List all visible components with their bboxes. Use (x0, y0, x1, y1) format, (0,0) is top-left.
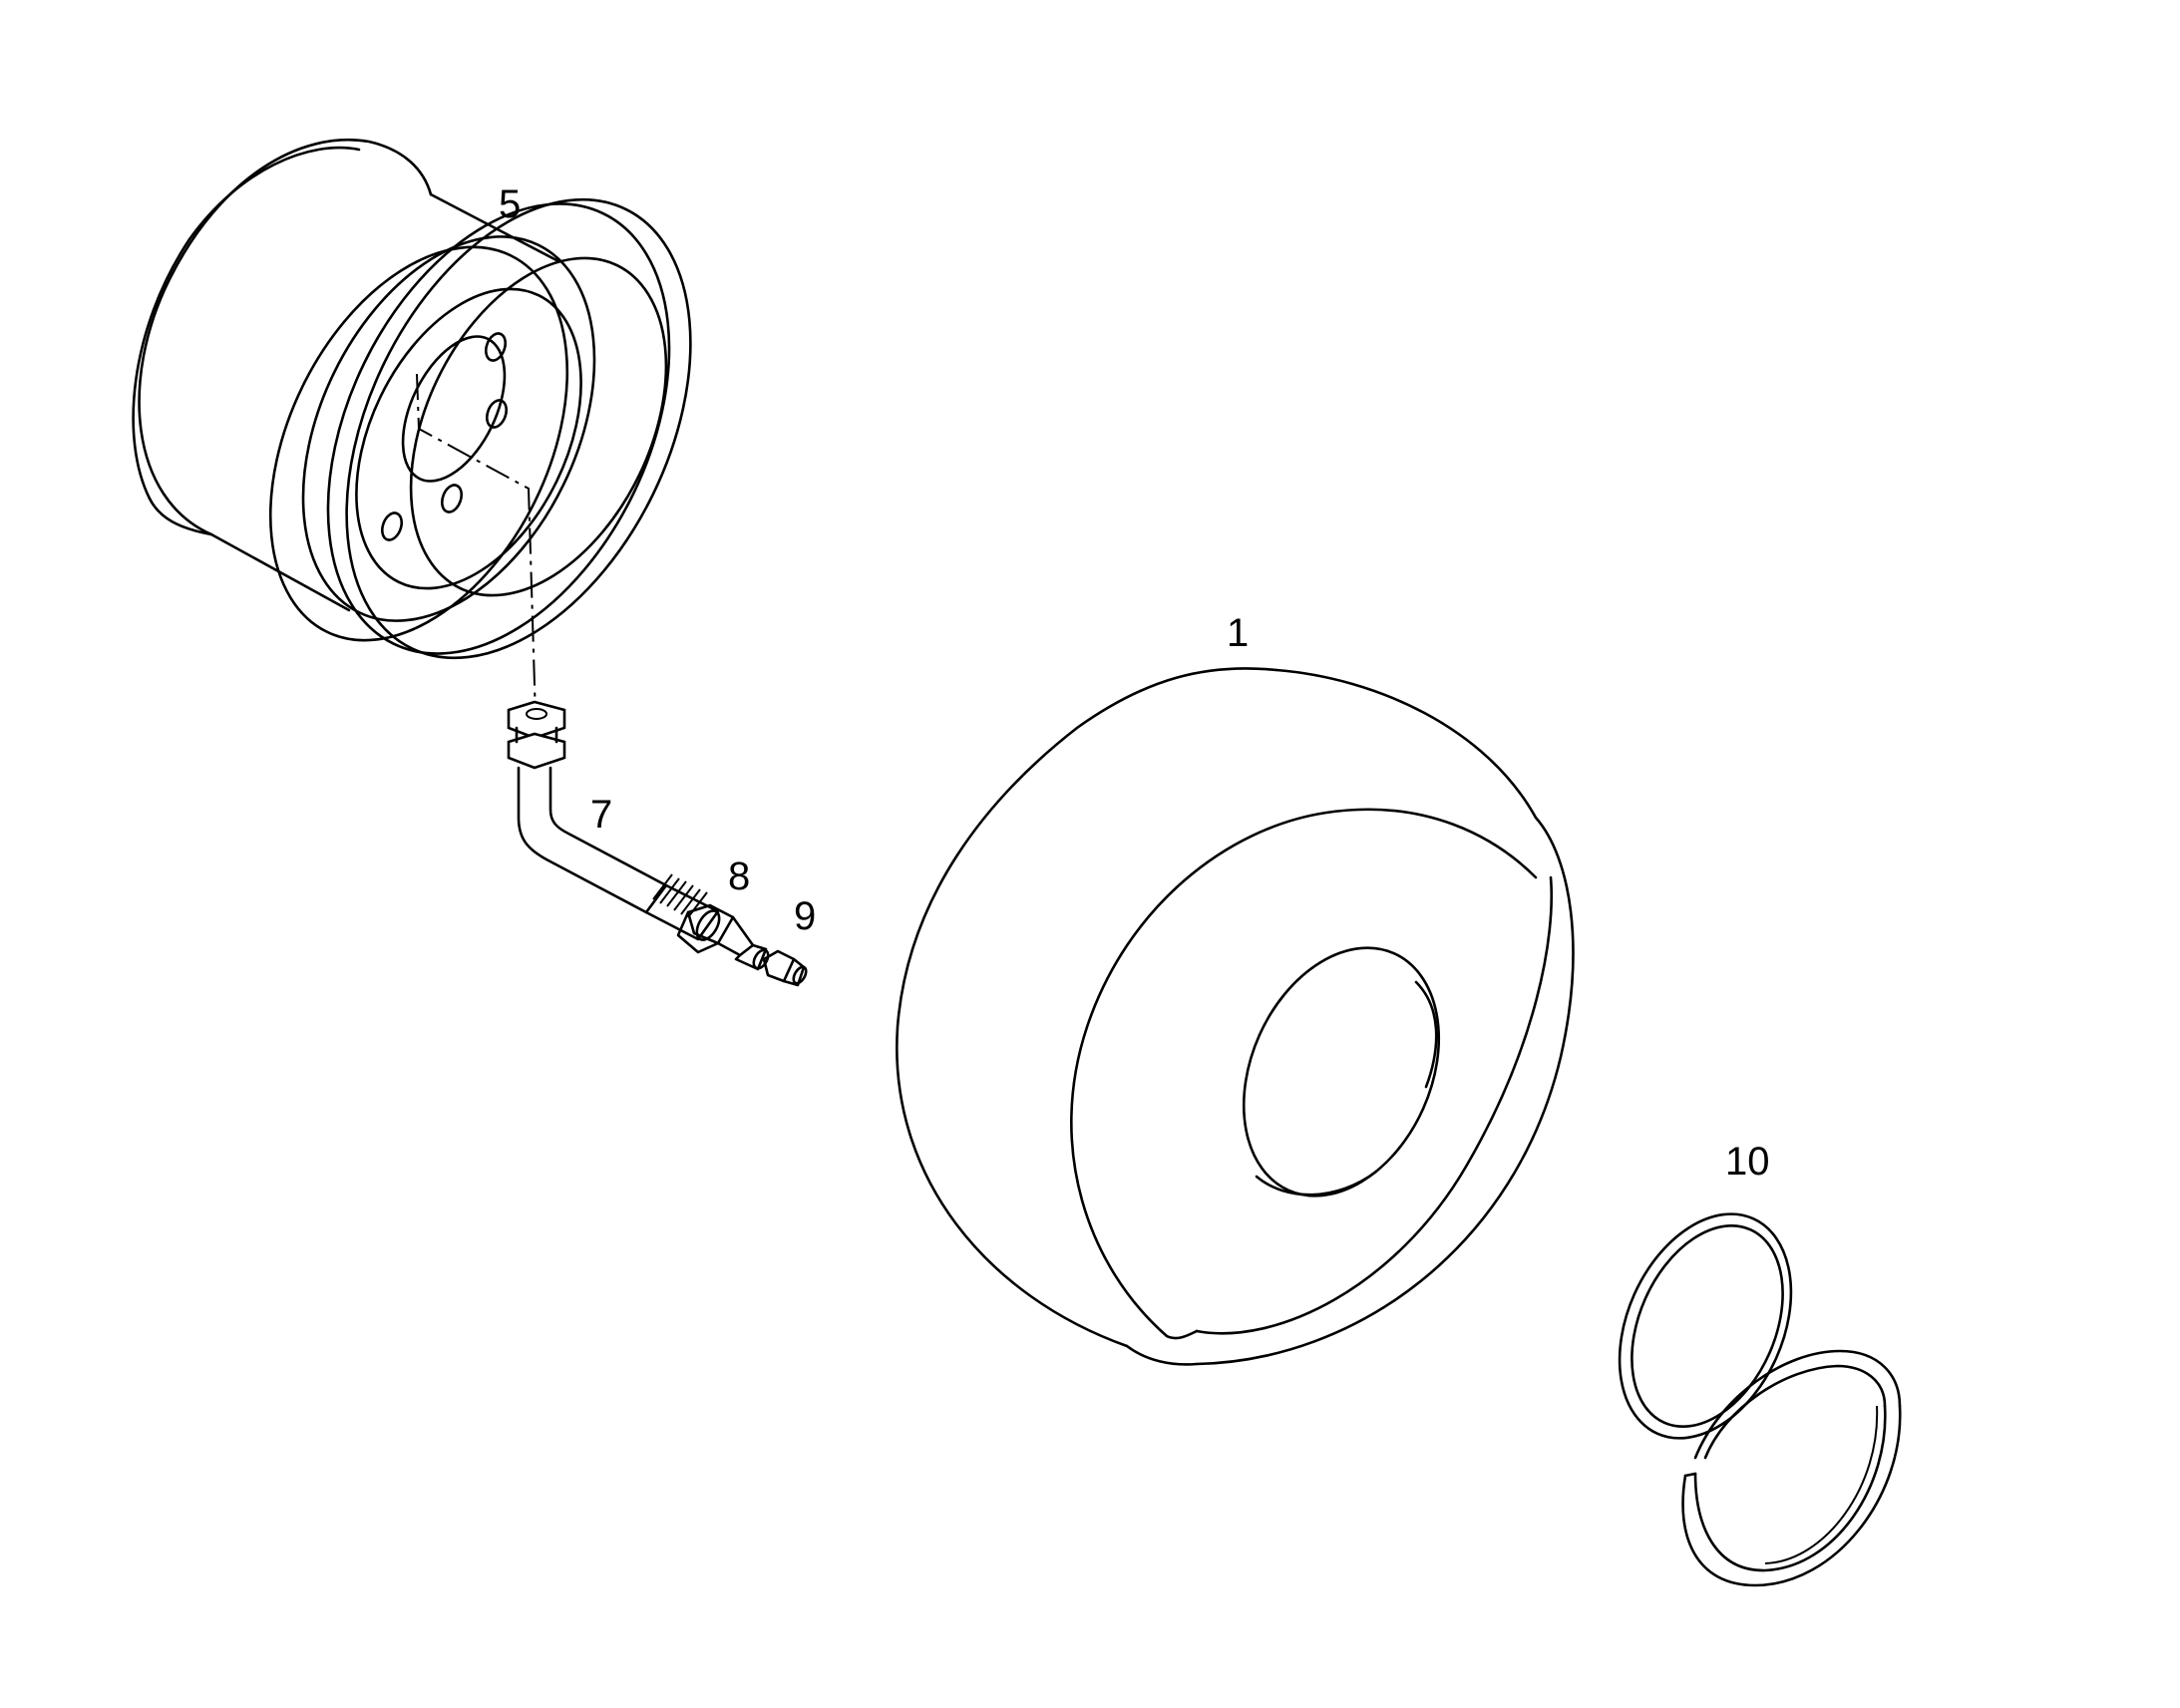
callout-8: 8 (728, 854, 750, 898)
side-ring (1681, 1349, 1902, 1587)
valve-adapter (676, 903, 770, 971)
valve-stem (507, 700, 721, 941)
callout-1: 1 (1227, 611, 1249, 655)
callout-9: 9 (794, 894, 816, 938)
tire (896, 667, 1575, 1366)
callout-7: 7 (590, 793, 612, 837)
locking-ring (1618, 1212, 1793, 1440)
callout-10: 10 (1725, 1140, 1770, 1184)
callout-5: 5 (499, 182, 521, 226)
wheel-rim (132, 139, 692, 719)
valve-cap (762, 949, 808, 987)
